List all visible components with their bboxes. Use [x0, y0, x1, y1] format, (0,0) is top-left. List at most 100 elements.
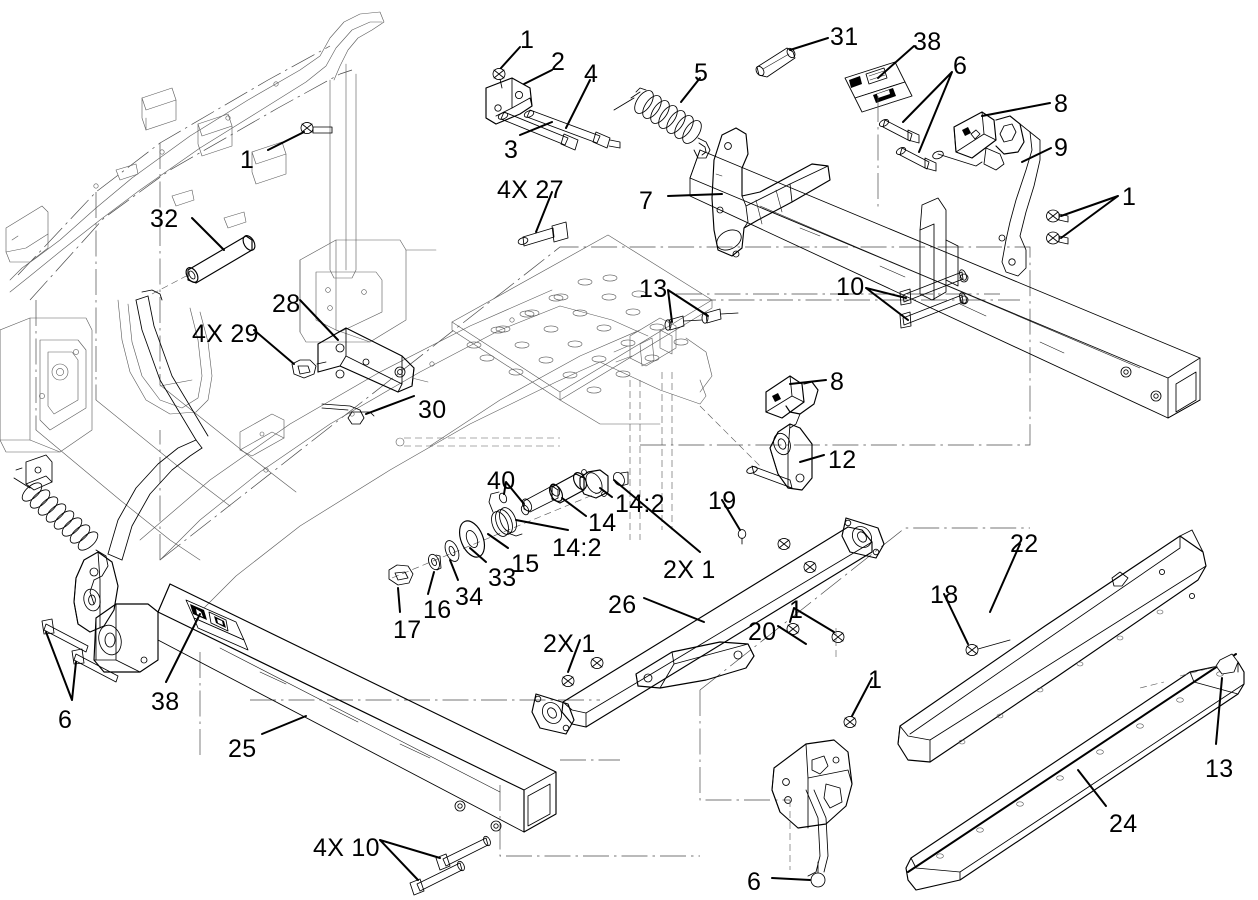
callout-6: 6 — [953, 52, 968, 80]
callout-6: 6 — [747, 868, 762, 896]
part-1-bolt-shaft-c — [777, 537, 791, 551]
callout-33: 33 — [488, 564, 517, 592]
callout-8: 8 — [830, 368, 845, 396]
callout-4x-27: 4X 27 — [497, 176, 564, 204]
part-1-bolt-ur-b — [1046, 231, 1069, 245]
part-8-upper-grip — [932, 111, 1025, 171]
part-6-bolt-upper-a — [878, 119, 920, 144]
callout-3: 3 — [504, 136, 519, 164]
part-17-nut — [388, 564, 414, 586]
callout-34: 34 — [455, 583, 484, 611]
tractor-frame-ghost — [0, 11, 707, 613]
callout-9: 9 — [1054, 134, 1069, 162]
callout-38: 38 — [151, 688, 180, 716]
part-6-bolt-left-a — [41, 618, 89, 653]
callout-19: 19 — [708, 487, 737, 515]
callout-6: 6 — [58, 706, 73, 734]
part-14-2-sleeve-a — [521, 483, 561, 513]
part-28-link-bracket — [317, 327, 429, 393]
part-12-pivot-lever — [699, 405, 813, 491]
part-1-bolt-ur-a — [1046, 209, 1069, 223]
leader-lines — [45, 37, 1223, 881]
lower-mount-bracket — [771, 715, 857, 888]
callout-1: 1 — [520, 26, 535, 54]
callout-22: 22 — [1010, 530, 1039, 558]
part-38-decal-upper — [844, 61, 913, 208]
part-9-lift-rod — [998, 123, 1041, 277]
callout-1: 1 — [240, 146, 255, 174]
callout-14-2: 14:2 — [552, 534, 602, 562]
part-31-pin — [755, 47, 796, 78]
part-1-bolt-shaft-a — [561, 674, 575, 688]
part-27-bolt — [517, 221, 569, 247]
left-pedal-assembly — [13, 289, 209, 683]
part-1-bolt-link-b — [831, 630, 845, 644]
callout-4x-29: 4X 29 — [192, 320, 259, 348]
part-32-tube — [151, 235, 256, 295]
callout-8: 8 — [1054, 90, 1069, 118]
part-10-bolt-bottom-b — [409, 860, 465, 896]
callout-30: 30 — [418, 396, 447, 424]
callout-1: 1 — [789, 596, 804, 624]
part-10-bolts-upper — [899, 197, 969, 329]
callout-26: 26 — [608, 591, 637, 619]
hardware-stack-center — [388, 469, 629, 586]
part-22-blade-moldboard — [897, 529, 1207, 763]
callout-14: 14 — [588, 509, 617, 537]
callout-32: 32 — [150, 205, 179, 233]
callout-2x-1: 2X 1 — [663, 556, 716, 584]
callout-2: 2 — [551, 48, 566, 76]
callout-1: 1 — [868, 666, 883, 694]
callout-13: 13 — [1205, 755, 1234, 783]
callout-16: 16 — [423, 596, 452, 624]
part-14-collar — [548, 472, 588, 504]
part-13-bolts-center — [664, 308, 739, 331]
part-6-bolt-left-b — [71, 648, 119, 683]
callout-18: 18 — [930, 581, 959, 609]
callout-24: 24 — [1109, 810, 1138, 838]
part-1-bolt-mount — [843, 715, 857, 729]
callout-13: 13 — [639, 275, 668, 303]
part-34-washer — [444, 540, 460, 562]
part-15-torsion-spring — [488, 491, 523, 537]
callout-1: 1 — [1122, 183, 1137, 211]
callout-25: 25 — [228, 735, 257, 763]
part-3-bolt — [497, 111, 579, 151]
part-26-roller-shaft — [531, 517, 885, 735]
part-25-left-frame-arm — [157, 583, 557, 896]
callout-31: 31 — [830, 23, 859, 51]
part-16-washer — [428, 553, 442, 571]
part-7-lift-bracket — [711, 127, 831, 258]
callout-12: 12 — [828, 446, 857, 474]
part-40-bushing-a — [520, 504, 530, 516]
callout-10: 10 — [836, 273, 865, 301]
part-1-bolt-ul — [492, 67, 506, 89]
callout-38: 38 — [913, 28, 942, 56]
part-5-extension-spring — [613, 87, 711, 159]
part-29-nut — [291, 359, 327, 379]
part-18-bolt-blade — [965, 639, 1011, 657]
callout-4: 4 — [584, 60, 599, 88]
callout-14-2: 14:2 — [615, 490, 665, 518]
callout-2x-1: 2X 1 — [543, 630, 596, 658]
part-19-bolt — [737, 529, 747, 545]
part-40-bushing-b — [498, 492, 508, 504]
part-6-bolt-upper-b — [895, 147, 937, 172]
part-6-hitch-pin — [810, 861, 826, 888]
part-33-washer — [458, 520, 486, 558]
callout-20: 20 — [748, 618, 777, 646]
footplate-traction-panel — [395, 234, 713, 540]
part-1-bolt-shaft-d — [803, 560, 817, 574]
callout-40: 40 — [487, 467, 516, 495]
callout-7: 7 — [639, 187, 654, 215]
callout-17: 17 — [393, 616, 422, 644]
callout-5: 5 — [694, 59, 709, 87]
part-13-knob-pin — [1139, 653, 1239, 689]
part-4-bolt — [523, 109, 621, 149]
callout-28: 28 — [272, 290, 301, 318]
part-10-bolt-bottom-a — [435, 835, 491, 871]
part-38-decal-lower — [185, 599, 249, 651]
part-1-bolt-shaft-b — [590, 656, 604, 670]
